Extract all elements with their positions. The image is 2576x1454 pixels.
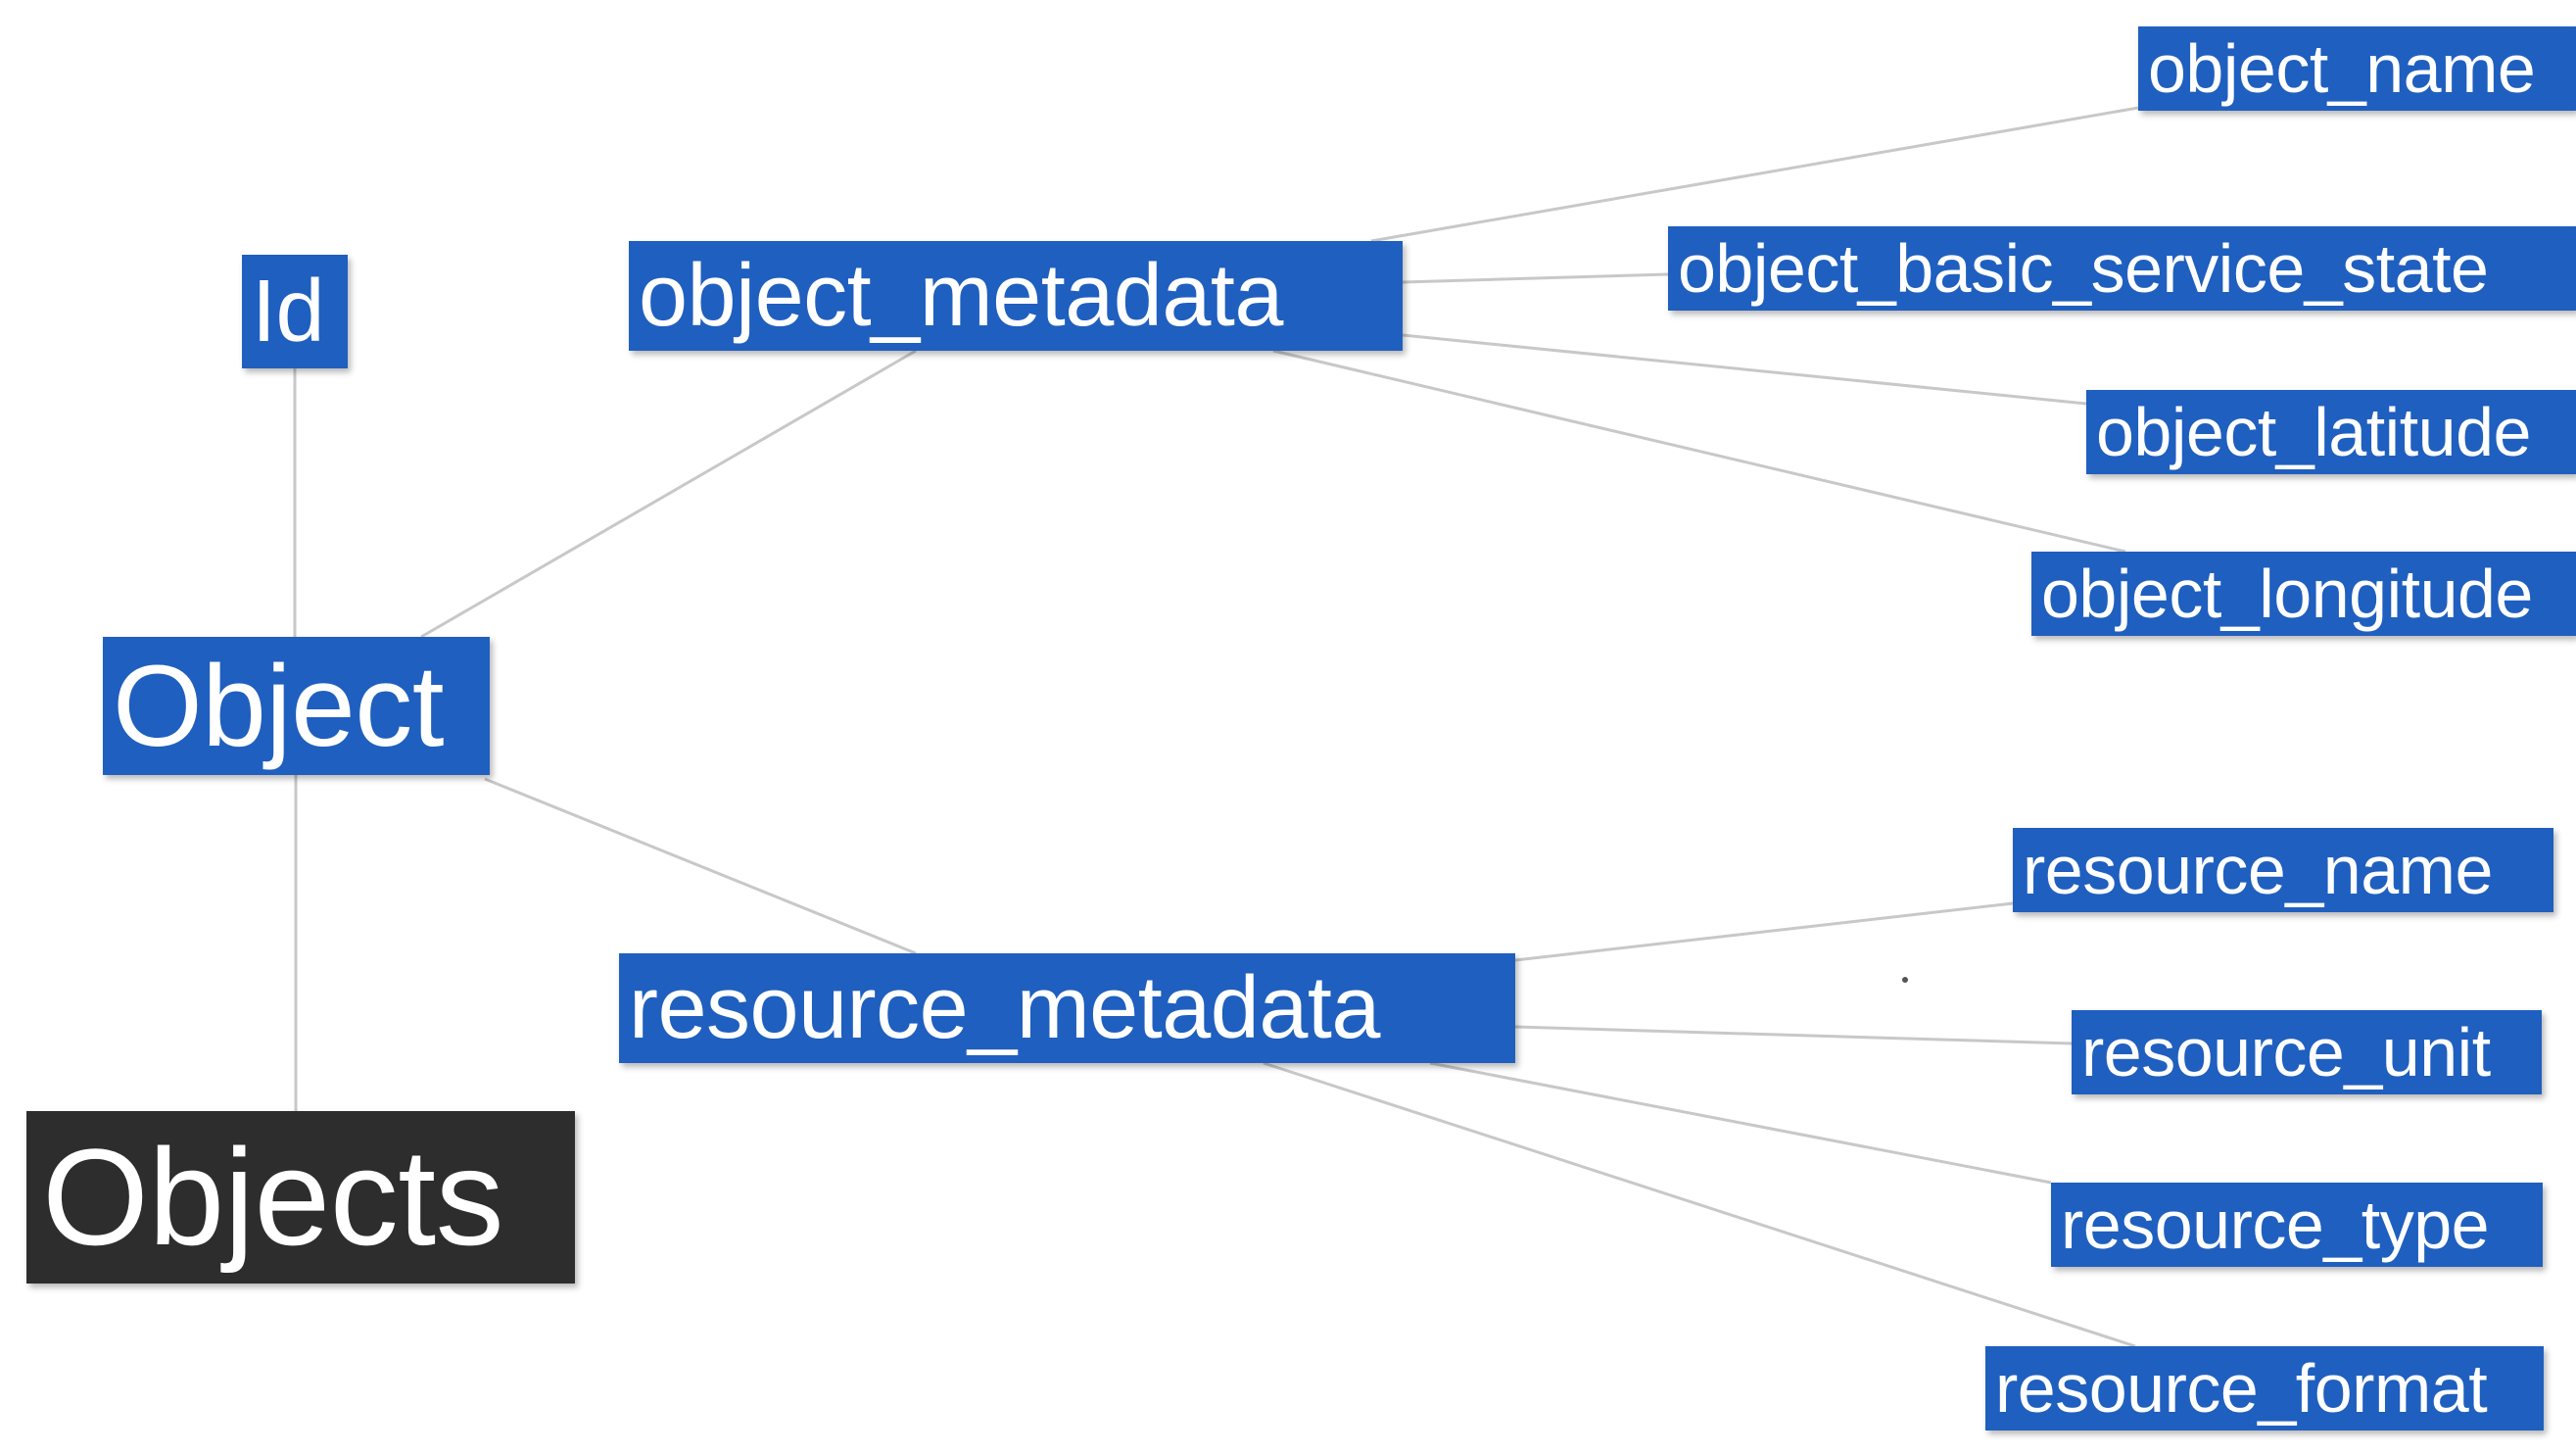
node-objects-label: Objects [42,1120,504,1274]
edge-resource-metadata-resource-format [1263,1061,2136,1348]
node-resource-name-label: resource_name [2023,832,2493,908]
node-resource-type[interactable]: resource_type [2051,1183,2543,1267]
node-object-longitude[interactable]: object_longitude [2031,552,2576,636]
node-object[interactable]: Object [103,637,490,775]
node-object-latitude-label: object_latitude [2096,394,2531,470]
edge-object-metadata-longitude [1272,349,2126,554]
node-resource-metadata-label: resource_metadata [629,958,1380,1057]
edge-resource-metadata-resource-type [1429,1061,2052,1185]
node-object-label: Object [113,641,445,771]
node-object-basic-service-state[interactable]: object_basic_service_state [1668,226,2576,311]
edge-resource-metadata-resource-name [1514,901,2014,962]
edge-object-metadata-object-name [1370,106,2139,243]
node-id-label: Id [252,262,325,361]
node-resource-format-label: resource_format [1995,1350,2488,1427]
node-id[interactable]: Id [242,255,348,368]
edge-object-metadata-latitude [1402,333,2087,406]
node-object-metadata-label: object_metadata [639,246,1283,345]
node-object-latitude[interactable]: object_latitude [2086,390,2576,474]
edge-object-resource-metadata [484,777,917,955]
node-objects[interactable]: Objects [26,1111,575,1284]
node-resource-unit-label: resource_unit [2081,1014,2491,1090]
node-resource-metadata[interactable]: resource_metadata [619,953,1515,1063]
stray-dot [1902,977,1908,983]
edge-object-object-metadata [420,349,917,639]
node-resource-unit[interactable]: resource_unit [2072,1010,2542,1094]
node-resource-name[interactable]: resource_name [2013,828,2553,912]
node-object-basic-service-state-label: object_basic_service_state [1678,230,2489,307]
node-object-name-label: object_name [2148,30,2536,107]
node-object-name[interactable]: object_name [2138,26,2576,111]
node-resource-format[interactable]: resource_format [1985,1346,2544,1430]
edge-resource-metadata-resource-unit [1514,1025,2073,1045]
edge-object-metadata-service-state [1402,272,1669,284]
node-object-metadata[interactable]: object_metadata [629,241,1403,351]
node-object-longitude-label: object_longitude [2041,556,2533,632]
node-resource-type-label: resource_type [2061,1187,2490,1263]
